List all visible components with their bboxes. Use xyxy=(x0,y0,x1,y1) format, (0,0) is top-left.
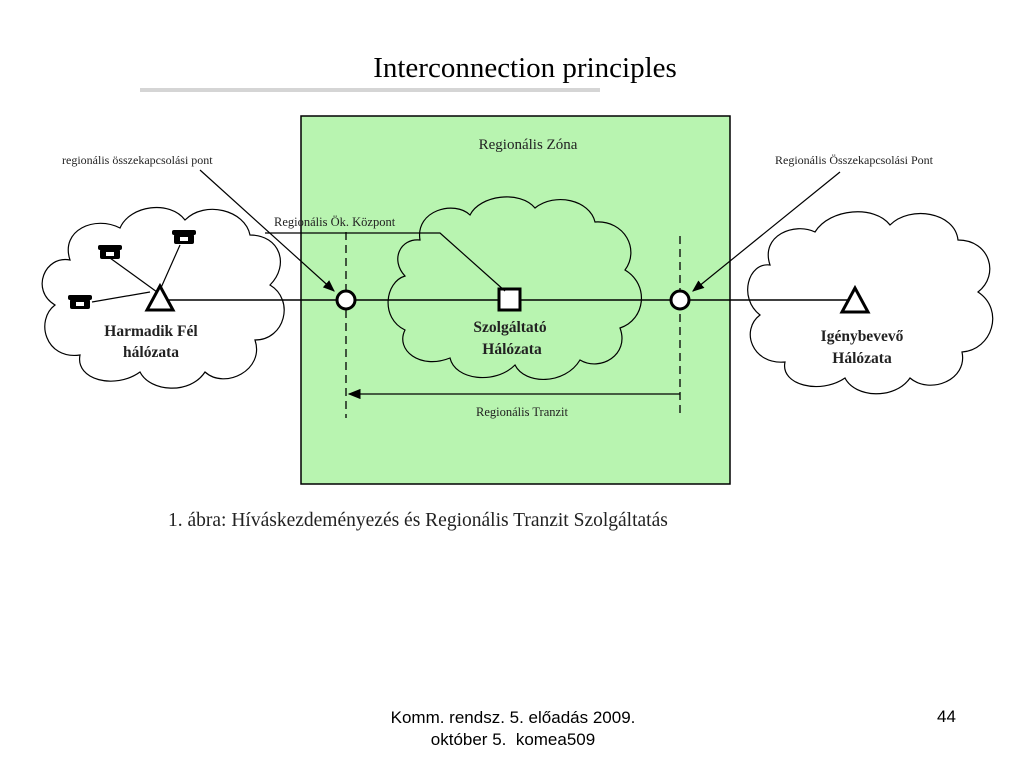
third-party-network-label: Harmadik Fél xyxy=(104,323,198,340)
customer-network-label: Igénybevevő xyxy=(821,328,904,345)
left-interconnection-point xyxy=(335,289,357,311)
customer-network-label: Hálózata xyxy=(832,350,892,367)
center-label: Regionális Ök. Központ xyxy=(274,215,396,229)
third-party-node-triangle xyxy=(144,282,176,312)
provider-network-label: Hálózata xyxy=(482,341,542,358)
zone-label: Regionális Zóna xyxy=(479,137,578,153)
phone-link-line xyxy=(91,291,151,303)
center-pointer xyxy=(265,232,506,292)
customer-cloud xyxy=(747,211,994,395)
phone-link-line xyxy=(109,257,158,293)
figure-caption: 1. ábra: Híváskezdeményezés és Regionáli… xyxy=(168,510,668,531)
telephone-icon xyxy=(68,295,92,309)
page-number: 44 xyxy=(937,707,956,726)
provider-network-label: Szolgáltató xyxy=(473,319,546,336)
left-point-label: regionális összekapcsolási pont xyxy=(62,153,213,167)
cropped-text-fragment xyxy=(140,88,600,92)
telephone-icon xyxy=(172,230,196,244)
slide-title: Interconnection principles xyxy=(373,52,677,84)
customer-node-triangle xyxy=(839,284,871,314)
footer: Komm. rendsz. 5. előadás 2009. október 5… xyxy=(300,707,726,751)
central-switch-square xyxy=(497,287,522,312)
transit-label: Regionális Tranzit xyxy=(476,405,569,419)
right-point-pointer xyxy=(692,171,841,292)
right-point-label: Regionális Összekapcsolási Pont xyxy=(775,153,934,167)
footer-line-1: Komm. rendsz. 5. előadás 2009. xyxy=(390,708,636,727)
third-party-network-label: hálózata xyxy=(123,344,179,361)
left-point-pointer xyxy=(199,169,335,292)
telephone-icon xyxy=(98,245,122,259)
right-interconnection-point xyxy=(669,289,691,311)
phone-link-line xyxy=(159,244,181,291)
footer-line-2: október 5. komea509 xyxy=(430,730,596,749)
